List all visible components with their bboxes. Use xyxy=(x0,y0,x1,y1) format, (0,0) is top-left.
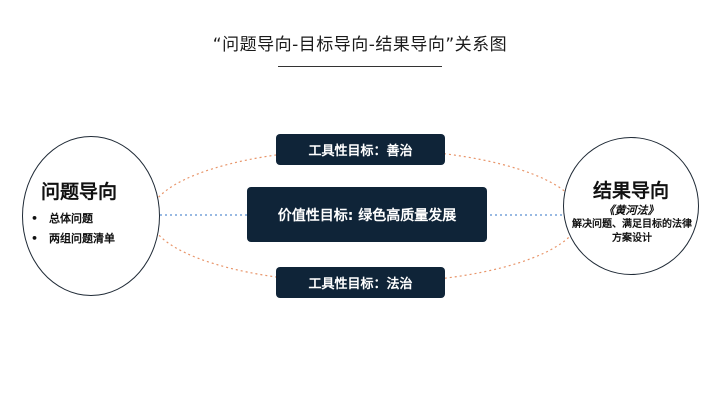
problem-list-item: 两组问题清单 xyxy=(31,229,115,249)
title-underline xyxy=(278,66,442,67)
value-goal-box: 价值性目标: 绿色高质量发展 xyxy=(247,187,487,242)
instrumental-goal-governance-box: 工具性目标：善治 xyxy=(276,134,445,165)
page-title: “问题导向-目标导向-结果导向”关系图 xyxy=(212,35,508,55)
result-oriented-title: 结果导向 xyxy=(592,180,669,202)
result-oriented-circle: 结果导向 《黄河法》 解决问题、满足目标的法律方案设计 xyxy=(563,137,699,275)
problem-list: 总体问题 两组问题清单 xyxy=(31,209,115,249)
problem-oriented-circle: 问题导向 总体问题 两组问题清单 xyxy=(22,136,160,296)
result-oriented-description: 解决问题、满足目标的法律方案设计 xyxy=(572,219,692,244)
problem-list-item: 总体问题 xyxy=(31,209,115,229)
instrumental-goal-rule-of-law-box: 工具性目标：法治 xyxy=(276,267,445,298)
result-oriented-subtitle: 《黄河法》 xyxy=(603,204,659,217)
problem-oriented-title: 问题导向 xyxy=(41,181,118,203)
